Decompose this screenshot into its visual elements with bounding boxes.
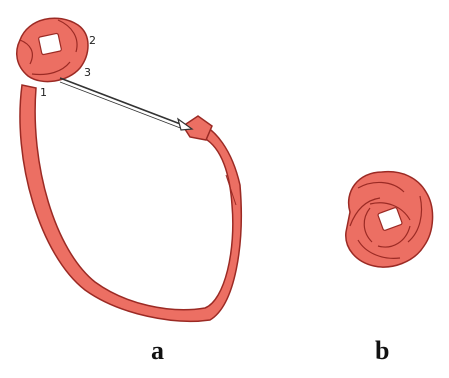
step-label-1: 1 [40,86,47,99]
fold-arrow [60,78,192,130]
ribbon-loop [20,85,241,321]
step-label-3: 3 [84,66,91,79]
rose-start-center [38,33,61,55]
fold-arrow-line [60,78,183,125]
caption-a: a [151,336,164,366]
step-label-2: 2 [89,34,96,47]
caption-b: b [375,336,389,366]
ribbon-loop-band [20,85,241,321]
rose-start [17,18,88,81]
finished-rose [346,172,433,267]
